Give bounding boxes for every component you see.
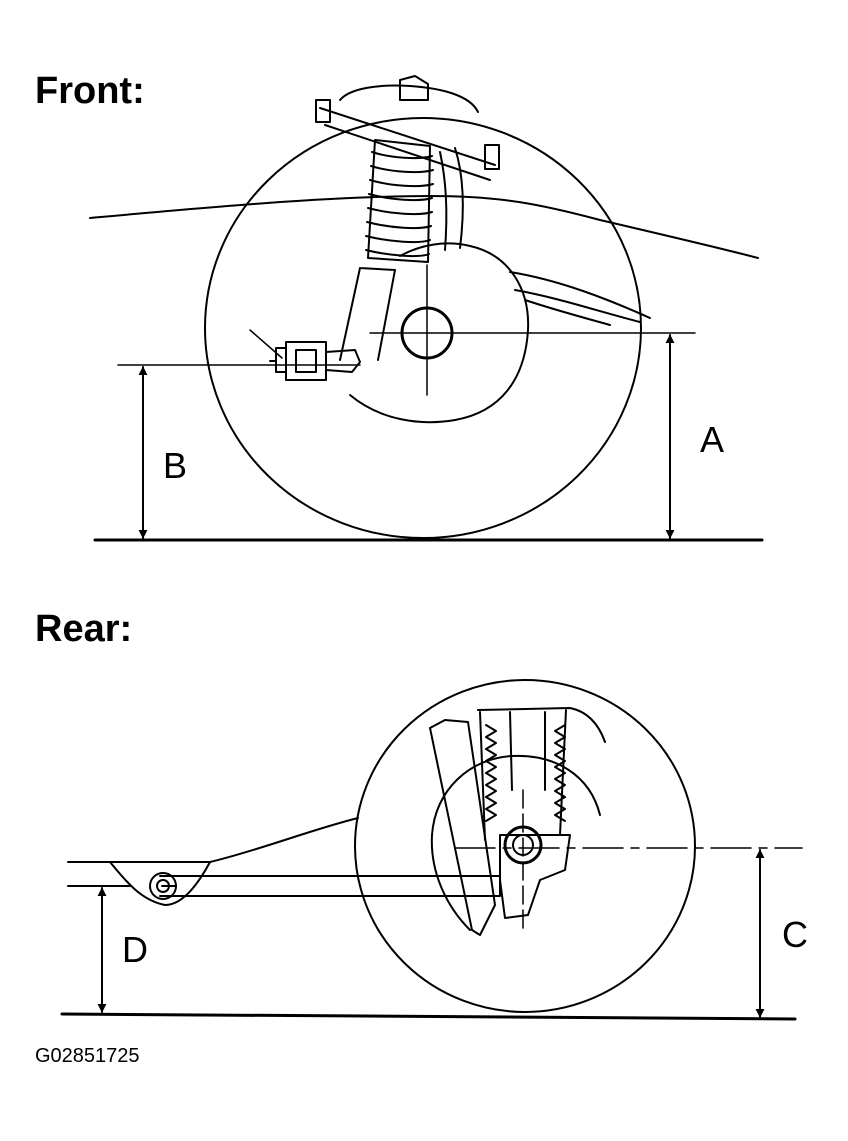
dimension-label-c: C (782, 914, 808, 955)
front-knuckle (349, 242, 530, 424)
rear-coil-spring (477, 707, 606, 841)
rear-heading: Rear: (35, 608, 133, 650)
figure-id: G02851725 (35, 1045, 140, 1067)
front-heading: Front: (35, 70, 145, 112)
front-suspension-drawing (89, 75, 764, 542)
dimension-label-d: D (122, 929, 148, 970)
rear-trailing-link (109, 861, 501, 906)
rear-brake-drum (430, 754, 601, 931)
front-tire (204, 117, 642, 539)
front-coil-spring (365, 139, 434, 263)
front-upper-mount (315, 75, 500, 251)
dimension-label-a: A (700, 419, 725, 460)
dimension-label-b: B (163, 445, 188, 486)
front-tie-rod (509, 271, 651, 326)
front-body-line (89, 195, 759, 259)
rear-tire (354, 679, 696, 1013)
front-lower-arm-bushing (249, 329, 361, 381)
rear-ground-line (60, 1012, 797, 1021)
rear-frame-line (67, 817, 359, 863)
rear-shock-absorber (429, 719, 496, 936)
front-strut-tube (339, 267, 396, 361)
rear-suspension-drawing (60, 679, 803, 1021)
